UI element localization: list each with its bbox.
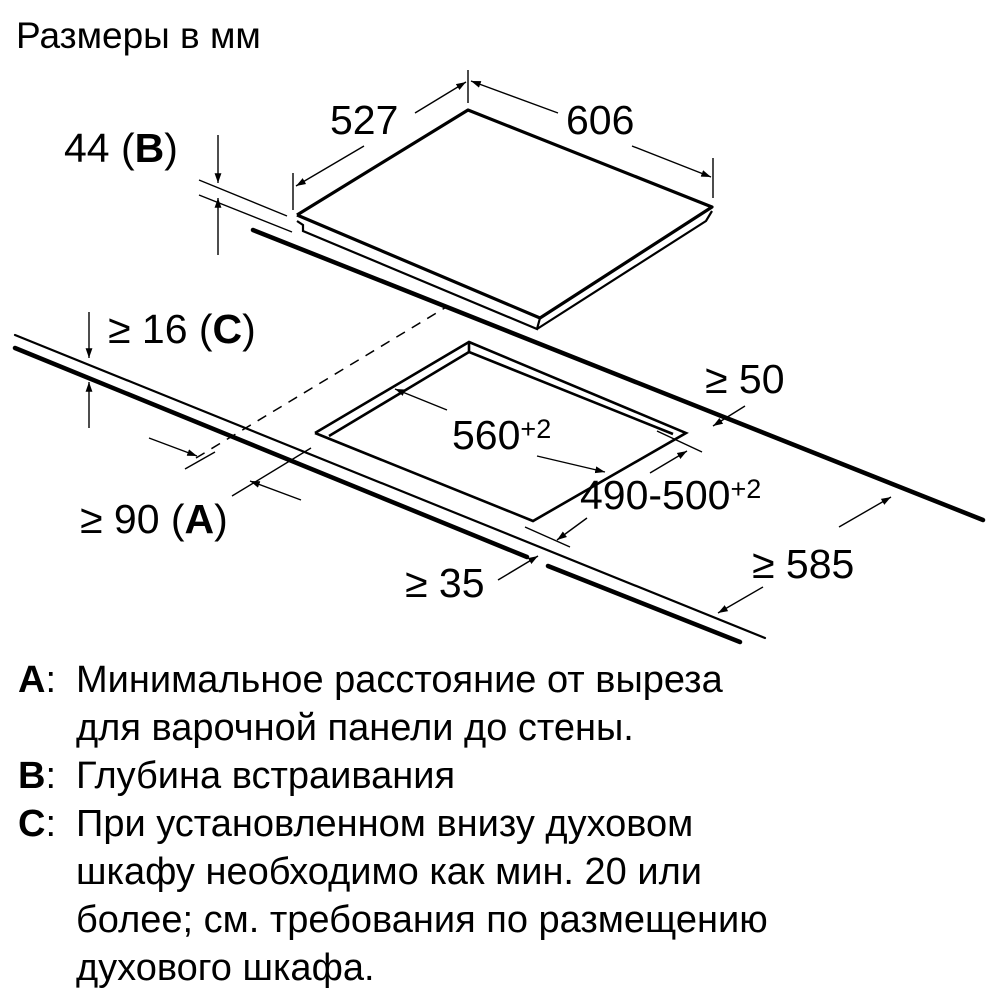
dim-value: 490-500	[580, 472, 731, 518]
dimension-lines	[85, 70, 892, 614]
legend-key: C:	[18, 803, 57, 845]
legend-key: B:	[18, 755, 57, 797]
legend-line: Глубина встраивания	[76, 755, 456, 797]
dim-value: ≥ 585	[752, 541, 855, 587]
dim-value: 606	[566, 97, 635, 143]
dim-cutout-width: 560+2	[452, 412, 551, 458]
dim-letter: A	[184, 496, 215, 542]
dim-rear-distance: ≥ 50	[705, 356, 785, 402]
legend-item-a: A: Минимальное расстояние от выреза для …	[18, 656, 988, 752]
hob-installation-diagram	[12, 70, 986, 645]
legend: A: Минимальное расстояние от выреза для …	[18, 656, 988, 992]
hob-outline	[296, 108, 714, 331]
projection-line	[195, 305, 449, 459]
dim-worktop-thickness: ≥ 16 (C)	[108, 306, 256, 352]
dim-hob-width: 606	[566, 97, 634, 143]
legend-line: духового шкафа.	[76, 947, 375, 989]
dim-value: 527	[330, 97, 399, 143]
dim-letter: B	[134, 125, 165, 171]
legend-item-c: C: При установленном внизу духовом шкафу…	[18, 800, 988, 992]
legend-text: При установленном внизу духовом шкафу не…	[76, 800, 988, 992]
dim-letter: C	[212, 306, 243, 352]
worktop-edges	[12, 227, 986, 645]
legend-line: шкафу необходимо как мин. 20 или	[76, 851, 702, 893]
dim-tolerance: +2	[520, 414, 552, 444]
dim-value: ≥ 90	[80, 496, 160, 542]
legend-line: для варочной панели до стены.	[76, 707, 634, 749]
legend-key-letter: B	[18, 755, 46, 797]
dim-hob-depth: 527	[330, 97, 398, 143]
dim-front-distance: ≥ 35	[405, 560, 485, 606]
dim-tolerance: +2	[730, 474, 762, 504]
dim-wall-distance: ≥ 90 (A)	[80, 496, 228, 542]
legend-key-letter: C	[18, 803, 46, 845]
legend-line: более; см. требования по размещению	[76, 899, 768, 941]
dim-value: ≥ 35	[405, 560, 485, 606]
dim-value: 44	[64, 125, 110, 171]
page-title: Размеры в мм	[16, 15, 261, 56]
legend-line: Минимальное расстояние от выреза	[76, 659, 723, 701]
legend-item-b: B: Глубина встраивания	[18, 752, 988, 800]
dim-value: ≥ 50	[705, 356, 785, 402]
legend-text: Глубина встраивания	[76, 752, 988, 800]
dim-installation-depth: 44 (B)	[64, 125, 178, 171]
legend-key-letter: A	[18, 659, 46, 701]
dim-value: 560	[452, 412, 521, 458]
legend-text: Минимальное расстояние от выреза для вар…	[76, 656, 988, 752]
legend-line: При установленном внизу духовом	[76, 803, 694, 845]
dim-worktop-depth: ≥ 585	[752, 541, 854, 587]
dim-cutout-depth: 490-500+2	[580, 472, 761, 518]
legend-key: A:	[18, 659, 57, 701]
dim-value: ≥ 16	[108, 306, 188, 352]
